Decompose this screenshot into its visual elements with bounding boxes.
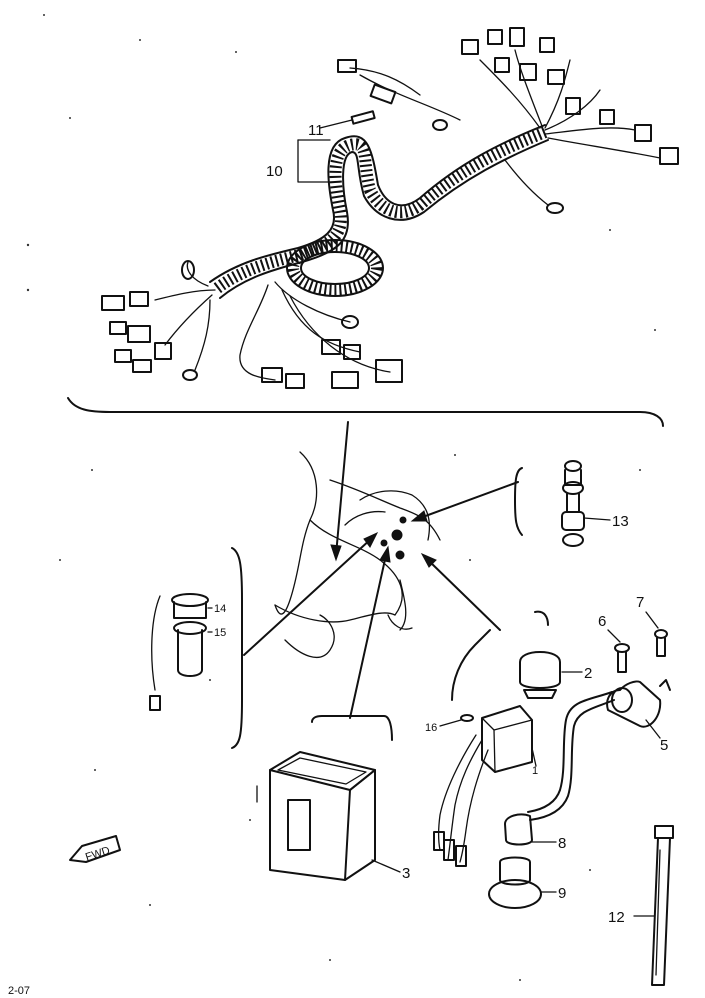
callout-11: 11	[308, 122, 324, 139]
part-2-group: 2	[519, 651, 592, 699]
callout-9: 9	[558, 885, 566, 902]
part-14-15-group: 14 15	[149, 547, 243, 749]
part-13-group: 13	[514, 460, 629, 547]
callout-6: 6	[598, 613, 606, 630]
callout-13: 13	[612, 513, 629, 530]
callout-12: 12	[608, 909, 625, 926]
wire-harness	[101, 27, 679, 389]
leader-line-10	[297, 139, 341, 183]
callout-8: 8	[558, 835, 566, 852]
callout-14: 14	[214, 603, 226, 615]
footer-code: 2-07	[8, 985, 30, 997]
part-5-group: 5	[527, 679, 671, 821]
part-3-battery: 3	[256, 715, 410, 882]
bracket-14-15	[231, 547, 243, 749]
harness-group-bracket	[67, 397, 664, 427]
part-12-group: 12	[608, 825, 674, 986]
callout-7: 7	[636, 594, 644, 611]
bracket-1	[451, 629, 491, 701]
assembly-arrows	[243, 421, 519, 719]
callout-5: 5	[660, 737, 668, 754]
callout-3: 3	[402, 865, 410, 882]
part-1-group: 16 1	[425, 610, 549, 867]
callout-10-group: 10 11	[266, 119, 353, 183]
frame-outline	[274, 451, 441, 659]
part-6-7-group: 6 7	[598, 594, 668, 673]
callout-2: 2	[584, 665, 592, 682]
bracket-3	[311, 715, 393, 741]
callout-10: 10	[266, 163, 283, 180]
fwd-marker: FWD	[69, 835, 121, 864]
leader-line-11	[319, 119, 353, 129]
callout-1: 1	[532, 765, 538, 777]
bracket-1b	[534, 610, 549, 626]
paper-speckle	[26, 14, 656, 981]
callout-15: 15	[214, 627, 226, 639]
bracket-13	[514, 467, 523, 536]
callout-16: 16	[425, 722, 437, 734]
fwd-label: FWD	[84, 845, 112, 864]
part-8-9-group: 8 9	[488, 813, 566, 909]
